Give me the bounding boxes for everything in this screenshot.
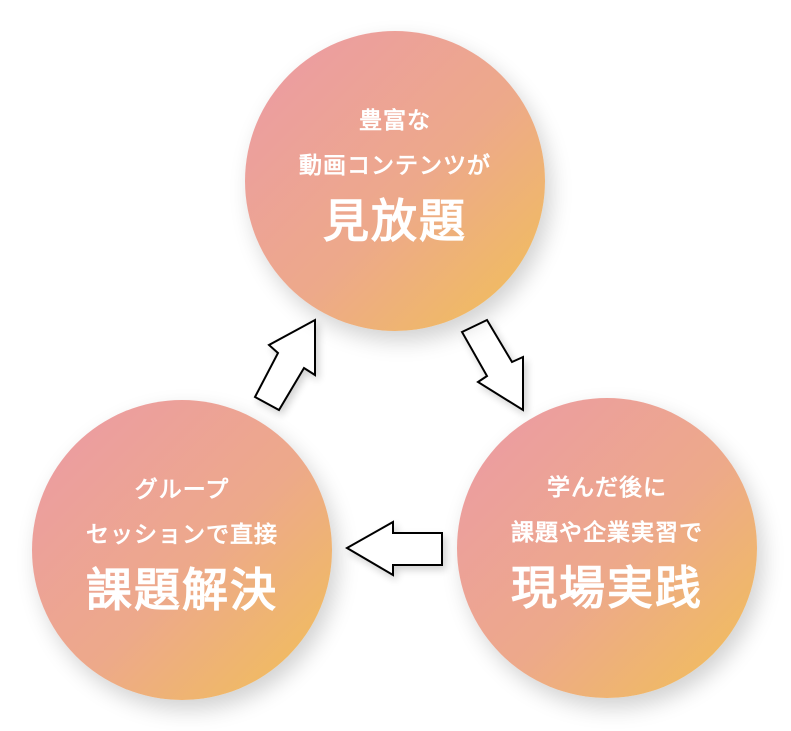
node-bottom-left-line1: グループ (134, 476, 230, 503)
node-circle-bottom-right: 学んだ後に 課題や企業実習で 現場実践 (457, 398, 757, 698)
node-bottom-right-headline: 現場実践 (511, 560, 703, 615)
node-bottom-left-line2: セッションで直接 (86, 521, 278, 548)
node-bottom-right-line2: 課題や企業実習で (511, 519, 703, 546)
arrow-up-right-icon (253, 318, 316, 412)
arrow-left-icon (344, 520, 443, 577)
node-circle-bottom-left: グループ セッションで直接 課題解決 (32, 400, 332, 700)
arrow-down-right-icon (460, 318, 524, 412)
node-circle-top: 豊富な 動画コンテンツが 見放題 (245, 31, 545, 331)
node-bottom-right-line1: 学んだ後に (547, 474, 667, 501)
node-bottom-left-headline: 課題解決 (86, 562, 278, 617)
node-top-line1: 豊富な (359, 107, 431, 134)
node-top-headline: 見放題 (323, 193, 467, 248)
node-top-line2: 動画コンテンツが (299, 152, 491, 179)
